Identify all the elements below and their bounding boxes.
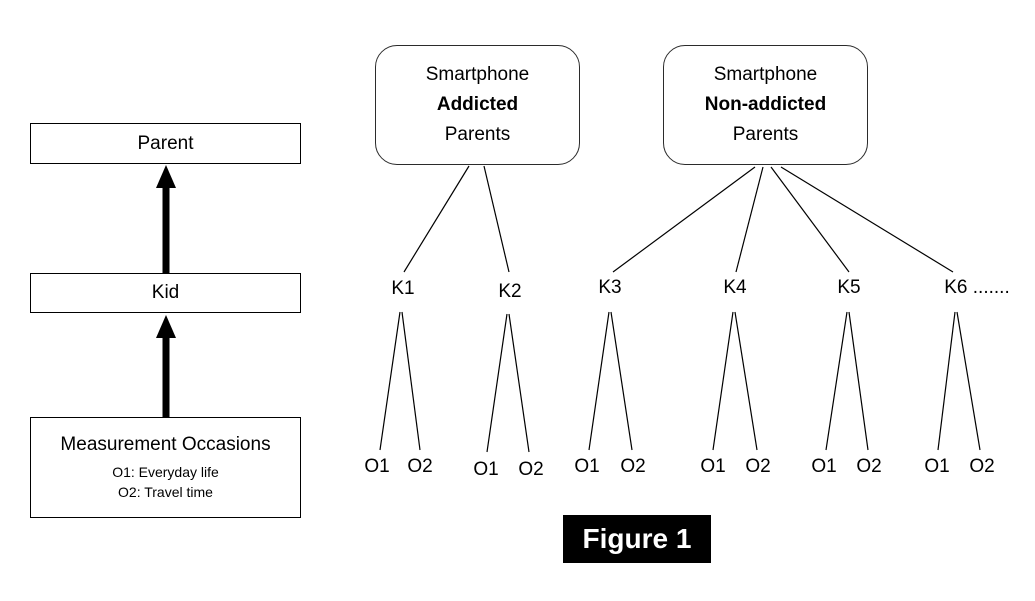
occasion-label-k2-o1: O1 bbox=[473, 459, 499, 480]
up-arrow-kid-to-parent bbox=[156, 165, 176, 273]
group-addicted-line2: Addicted bbox=[436, 94, 519, 115]
group-addicted-line3: Parents bbox=[444, 124, 511, 145]
group-addicted-line1: Smartphone bbox=[425, 64, 530, 85]
measurement-occasion-2: O2: Travel time bbox=[118, 484, 213, 500]
kid-node-k6: K6 ....... bbox=[944, 277, 1010, 298]
kid-box: Kid bbox=[30, 273, 301, 313]
parent-box: Parent bbox=[30, 123, 301, 164]
group-non-addicted-line2: Non-addicted bbox=[704, 94, 827, 115]
occasion-label-k5-o1: O1 bbox=[811, 456, 837, 477]
kid-node-k5: K5 bbox=[837, 277, 861, 298]
group-non-addicted-line3: Parents bbox=[732, 124, 799, 145]
occasion-label-k1-o1: O1 bbox=[364, 456, 390, 477]
occasion-label-k2-o2: O2 bbox=[518, 459, 544, 480]
measurement-occasions-box: Measurement Occasions O1: Everyday life … bbox=[30, 417, 301, 518]
occasion-label-k6-o1: O1 bbox=[924, 456, 950, 477]
occasion-label-k4-o2: O2 bbox=[745, 456, 771, 477]
occasion-label-k5-o2: O2 bbox=[856, 456, 882, 477]
parent-box-label: Parent bbox=[137, 132, 194, 154]
occasion-label-k6-o2: O2 bbox=[969, 456, 995, 477]
occasion-label-k1-o2: O2 bbox=[407, 456, 433, 477]
measurement-occasion-1: O1: Everyday life bbox=[112, 464, 219, 480]
kid-node-k1: K1 bbox=[391, 278, 415, 299]
figure-label: Figure 1 bbox=[563, 515, 711, 563]
kid-node-k4: K4 bbox=[723, 277, 747, 298]
kid-node-k2: K2 bbox=[498, 281, 522, 302]
group-box-addicted: Smartphone Addicted Parents bbox=[375, 45, 580, 165]
occasion-label-k3-o1: O1 bbox=[574, 456, 600, 477]
figure-label-text: Figure 1 bbox=[582, 523, 692, 554]
kid-node-k3: K3 bbox=[598, 277, 622, 298]
up-arrow-measurement-to-kid bbox=[156, 315, 176, 417]
group-box-non-addicted: Smartphone Non-addicted Parents bbox=[663, 45, 868, 165]
kid-box-label: Kid bbox=[151, 282, 180, 303]
occasion-label-k3-o2: O2 bbox=[620, 456, 646, 477]
measurement-title: Measurement Occasions bbox=[60, 434, 271, 455]
group-non-addicted-line1: Smartphone bbox=[713, 64, 818, 85]
occasion-label-k4-o1: O1 bbox=[700, 456, 726, 477]
